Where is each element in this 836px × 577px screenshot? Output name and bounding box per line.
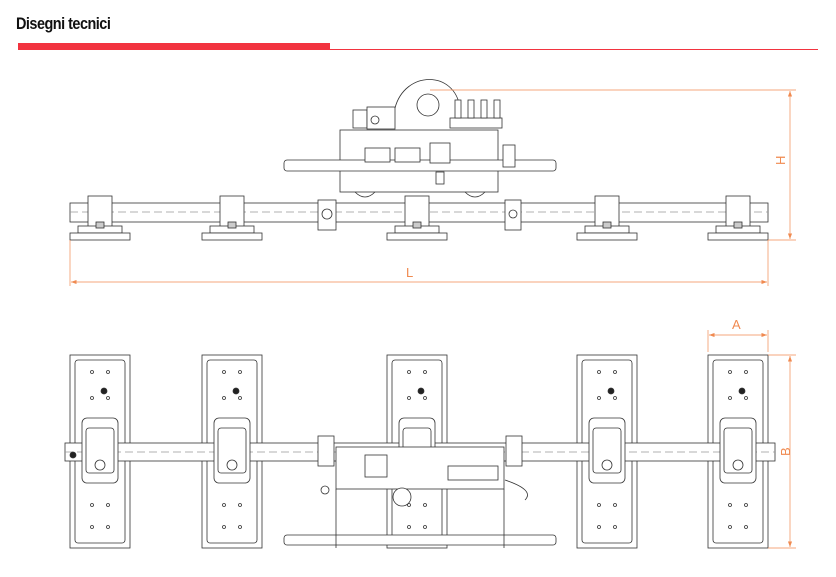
side-view xyxy=(69,79,769,241)
dimension-label-B: B xyxy=(778,447,793,456)
pad-mount xyxy=(213,417,251,484)
pad-valve-icon xyxy=(100,387,108,395)
pad-valve-icon xyxy=(417,387,425,395)
title-underline-accent xyxy=(18,43,330,50)
pad-mount xyxy=(81,417,119,484)
suction-cup-side xyxy=(386,195,448,241)
dimension-label-L: L xyxy=(406,265,413,280)
pressure-gauge-icon xyxy=(416,93,440,117)
pad-mount xyxy=(719,417,757,484)
dimension-label-A: A xyxy=(732,317,741,332)
suction-cup-side xyxy=(576,195,638,241)
suction-cup-side xyxy=(707,195,769,241)
dimension-A: A xyxy=(707,317,769,352)
handle-bar-top xyxy=(283,534,557,546)
suction-cup-side xyxy=(201,195,263,241)
title-underline-rule xyxy=(330,49,818,50)
suction-cup-side xyxy=(69,195,131,241)
pad-valve-icon xyxy=(607,387,615,395)
pad-valve-icon xyxy=(738,387,746,395)
page-title: Disegni tecnici xyxy=(16,14,111,33)
dimension-label-H: H xyxy=(773,156,788,165)
dimension-H: H xyxy=(430,89,796,241)
pad-mount xyxy=(588,417,626,484)
pad-valve-icon xyxy=(232,387,240,395)
dimension-L: L xyxy=(69,240,769,286)
dimension-B: B xyxy=(768,354,796,549)
top-view xyxy=(64,354,776,549)
